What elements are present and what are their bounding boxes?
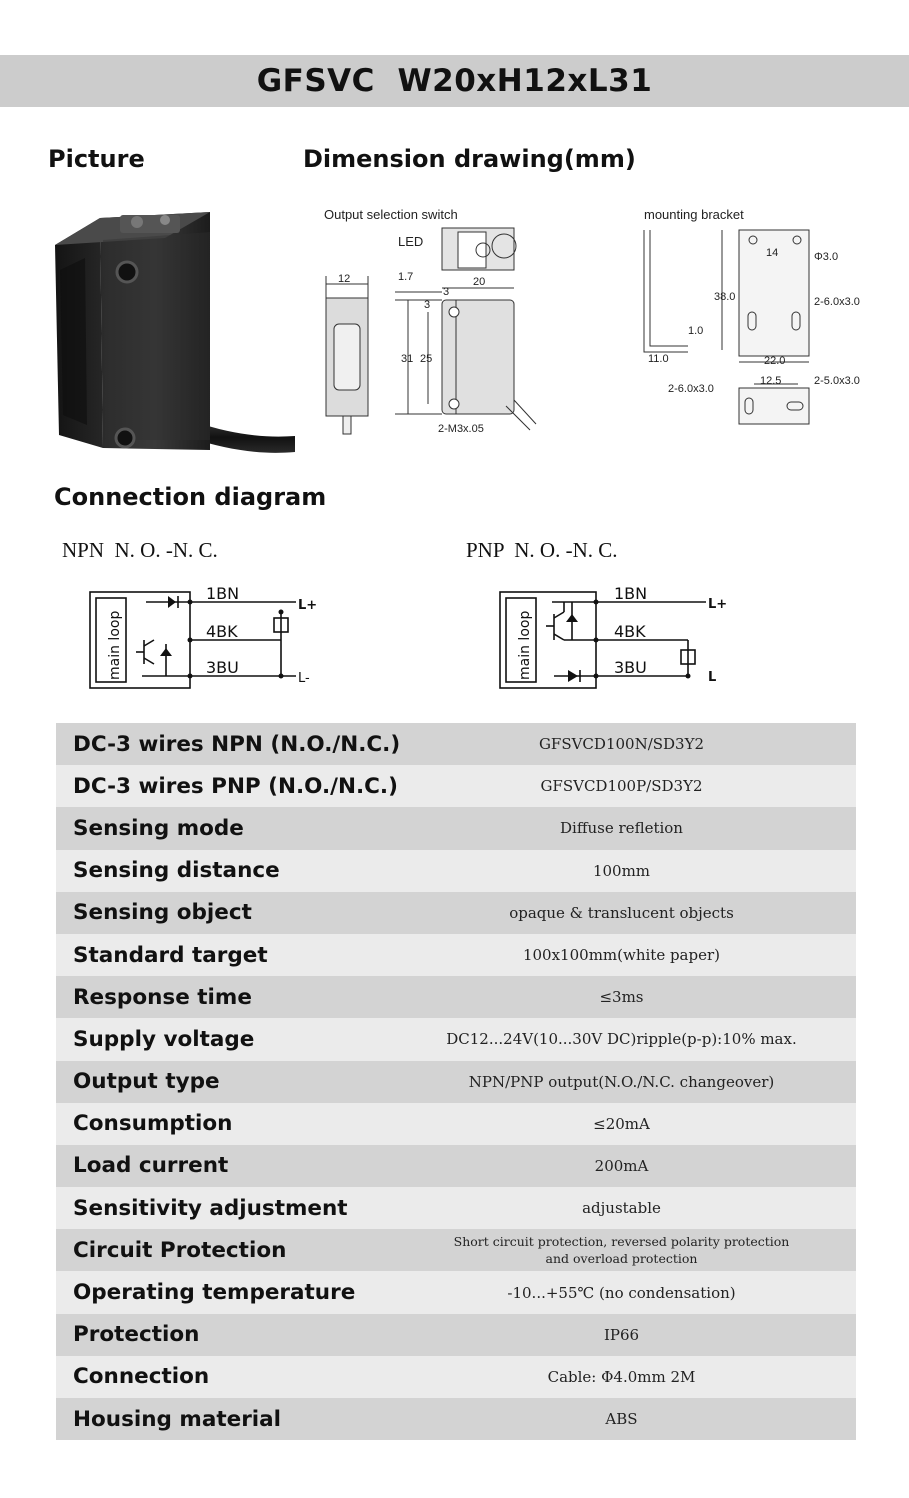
spec-label: Response time <box>73 984 252 1010</box>
page-title: GFSVC W20xH12xL31 <box>256 63 653 99</box>
spec-row: Sensing distance 100mm <box>56 849 856 892</box>
svg-text:2-6.0x3.0: 2-6.0x3.0 <box>814 296 860 308</box>
spec-label: Sensitivity adjustment <box>73 1195 348 1221</box>
spec-label: Output type <box>73 1069 220 1095</box>
spec-value: ≤20mA <box>593 1114 650 1133</box>
svg-text:1.7: 1.7 <box>398 271 413 283</box>
svg-text:Φ3.0: Φ3.0 <box>814 251 838 263</box>
npn-wiring-title: NPN N. O. -N. C. <box>62 538 218 562</box>
svg-text:L+: L+ <box>708 597 727 612</box>
spec-row: Output type NPN/PNP output(N.O./N.C. chan… <box>56 1060 856 1103</box>
spec-label: Supply voltage <box>73 1026 255 1052</box>
pnp-wiring-diagram: 1BN 4BK 3BU L+ L main loop <box>499 584 727 689</box>
svg-text:3: 3 <box>443 286 449 298</box>
spec-row: DC-3 wires NPN (N.O./N.C.) GFSVCD100N/SD3… <box>56 723 856 766</box>
spec-label: Housing material <box>73 1406 282 1432</box>
svg-text:4BK: 4BK <box>206 622 238 641</box>
svg-text:25: 25 <box>420 353 432 365</box>
spec-row: Connection Cable: Φ4.0mm 2M <box>56 1355 856 1398</box>
spec-value: opaque & translucent objects <box>509 903 734 922</box>
svg-text:2-5.0x3.0: 2-5.0x3.0 <box>814 375 860 387</box>
sensor-photo <box>55 212 295 453</box>
spec-value: ≤3ms <box>599 988 644 1007</box>
spec-label: DC-3 wires PNP (N.O./N.C.) <box>73 773 398 799</box>
spec-label: Load current <box>73 1153 229 1179</box>
spec-value: 100mm <box>592 861 651 880</box>
spec-row: DC-3 wires PNP (N.O./N.C.) GFSVCD100P/SD3… <box>56 765 856 808</box>
spec-label: Sensing mode <box>73 815 244 841</box>
npn-wiring-diagram: 1BN 4BK 3BU L+ L- main loop <box>89 584 317 689</box>
connection-heading: Connection diagram <box>54 483 327 511</box>
svg-text:3: 3 <box>424 299 430 311</box>
spec-value: 100x100mm(white paper) <box>522 946 721 965</box>
spec-label: DC-3 wires NPN (N.O./N.C.) <box>73 731 401 757</box>
spec-row: Response time ≤3ms <box>56 976 856 1019</box>
svg-text:20: 20 <box>473 276 485 288</box>
svg-text:L-: L- <box>298 671 310 686</box>
spec-label: Operating temperature <box>73 1280 356 1306</box>
svg-text:1.0: 1.0 <box>688 325 703 337</box>
svg-text:2-6.0x3.0: 2-6.0x3.0 <box>668 383 714 395</box>
mounting-bracket-label: mounting bracket <box>644 207 744 222</box>
spec-value: DC12...24V(10...30V DC)ripple(p-p):10% m… <box>446 1030 797 1049</box>
spec-label: Sensing object <box>73 900 252 926</box>
svg-text:12: 12 <box>338 273 350 285</box>
spec-value: IP66 <box>603 1325 640 1344</box>
svg-text:3BU: 3BU <box>614 658 647 677</box>
dimension-heading: Dimension drawing(mm) <box>303 145 636 173</box>
spec-row: Consumption ≤20mA <box>56 1102 856 1145</box>
spec-row: Supply voltage DC12...24V(10...30V DC)rip… <box>56 1018 856 1061</box>
svg-text:38.0: 38.0 <box>714 291 735 303</box>
spec-value: GFSVCD100P/SD3Y2 <box>540 777 703 796</box>
spec-row: Protection IP66 <box>56 1313 856 1356</box>
svg-text:12.5: 12.5 <box>760 375 781 387</box>
svg-text:14: 14 <box>766 247 778 259</box>
led-label: LED <box>398 234 423 249</box>
svg-text:L+: L+ <box>298 598 317 613</box>
spec-value: adjustable <box>582 1199 661 1218</box>
spec-row: Operating temperature -10...+55℃ (no cond… <box>56 1271 856 1314</box>
title-bar: GFSVC W20xH12xL31 <box>0 55 909 107</box>
dimension-drawing: Output selection switch LED mounting bra… <box>324 207 860 435</box>
svg-text:3BU: 3BU <box>206 658 239 677</box>
spec-value: Short circuit protection, reversed polar… <box>453 1234 790 1267</box>
spec-value: -10...+55℃ (no condensation) <box>507 1283 736 1302</box>
spec-row: Sensing mode Diffuse refletion <box>56 807 856 850</box>
spec-row: Housing material ABS <box>56 1398 856 1441</box>
spec-label: Circuit Protection <box>73 1237 287 1263</box>
spec-row: Sensitivity adjustment adjustable <box>56 1187 856 1230</box>
spec-label: Sensing distance <box>73 858 280 884</box>
svg-text:L: L <box>708 670 716 685</box>
svg-text:22.0: 22.0 <box>764 355 785 367</box>
spec-row: Sensing object opaque & translucent objec… <box>56 891 856 934</box>
spec-row: Load current 200mA <box>56 1144 856 1188</box>
spec-label: Protection <box>73 1322 200 1348</box>
svg-text:31: 31 <box>401 353 413 365</box>
output-switch-label: Output selection switch <box>324 207 458 222</box>
svg-text:1BN: 1BN <box>206 584 239 603</box>
spec-value: NPN/PNP output(N.O./N.C. changeover) <box>468 1072 775 1091</box>
svg-text:4BK: 4BK <box>614 622 646 641</box>
picture-heading: Picture <box>48 145 145 173</box>
spec-row: Circuit Protection Short circuit protecti… <box>56 1229 856 1272</box>
spec-label: Consumption <box>73 1111 233 1137</box>
spec-value: ABS <box>605 1410 638 1429</box>
pnp-main-loop-label: main loop <box>517 611 533 680</box>
svg-text:1BN: 1BN <box>614 584 647 603</box>
spec-value: 200mA <box>594 1156 649 1175</box>
spec-value: GFSVCD100N/SD3Y2 <box>538 735 705 754</box>
npn-main-loop-label: main loop <box>107 611 123 680</box>
spec-label: Connection <box>73 1364 210 1390</box>
pnp-wiring-title: PNP N. O. -N. C. <box>466 538 618 562</box>
spec-label: Standard target <box>73 942 268 968</box>
spec-row: Standard target 100x100mm(white paper) <box>56 933 856 977</box>
spec-value: Diffuse refletion <box>560 819 683 838</box>
spec-value: Cable: Φ4.0mm 2M <box>547 1367 696 1386</box>
svg-text:2-M3x.05: 2-M3x.05 <box>438 423 484 435</box>
svg-text:11.0: 11.0 <box>648 353 669 365</box>
spec-table: DC-3 wires NPN (N.O./N.C.) GFSVCD100N/SD3… <box>56 723 856 1441</box>
